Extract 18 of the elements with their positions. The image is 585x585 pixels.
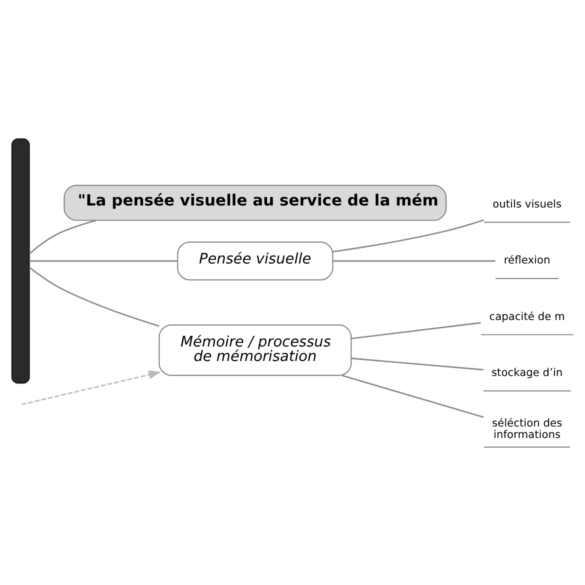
connector: [332, 260, 496, 262]
connector: [30, 260, 178, 262]
connector: [351, 357, 484, 370]
node-bar: [11, 138, 30, 384]
connector: [28, 219, 97, 254]
node-box: Mémoire / processus de mémorisation: [158, 324, 352, 376]
node-text: réflexion: [504, 253, 550, 266]
node-text: capacité de m: [489, 309, 565, 322]
node-text: outils visuels: [492, 197, 562, 210]
connector: [342, 374, 484, 418]
connector: [29, 266, 160, 326]
connector: [332, 218, 484, 252]
node-text: stockage d’in: [491, 366, 563, 379]
node-text: séléction des informations: [492, 416, 562, 441]
node-box: "La pensée visuelle au service de la mém: [64, 184, 447, 220]
connector: [351, 322, 481, 339]
arrow: [21, 370, 162, 405]
node-box: Pensée visuelle: [177, 241, 334, 280]
